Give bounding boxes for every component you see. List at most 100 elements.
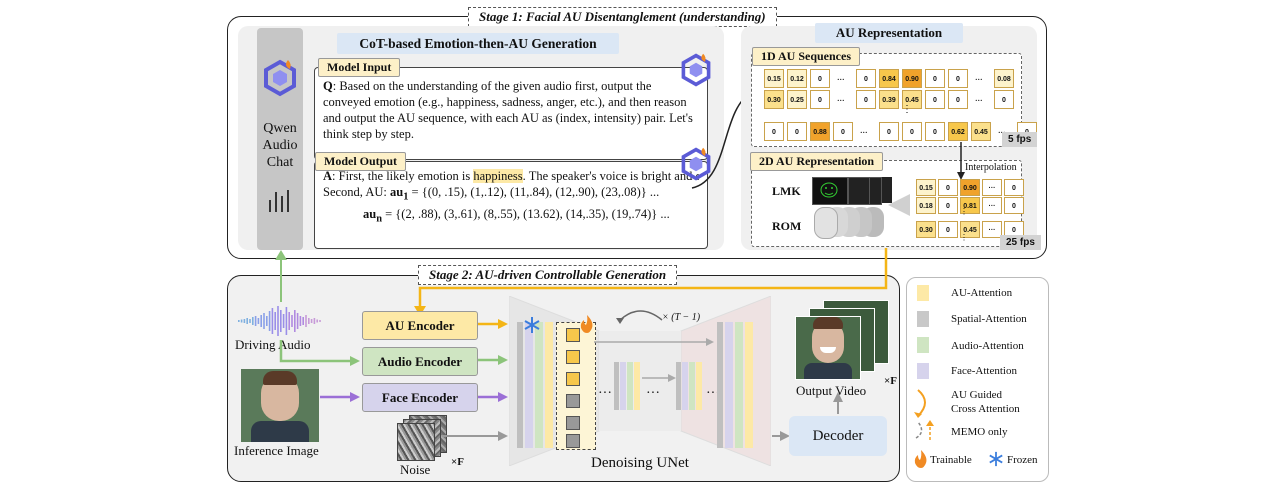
- unet-dots-3: ···: [706, 386, 720, 401]
- au-encoder: AU Encoder: [362, 311, 478, 340]
- wave-bar: [308, 318, 310, 324]
- legend-snowflake-icon: [989, 451, 1003, 467]
- interp-label: Interpolation: [965, 162, 1017, 173]
- au-cell: 0: [948, 69, 968, 88]
- seq-label: 1D AU Sequences: [752, 47, 861, 66]
- fps-5: 5 fps: [1002, 132, 1038, 147]
- wave-bar: [288, 312, 290, 330]
- rom-label: ROM: [772, 219, 802, 233]
- au-cell: 0.39: [879, 90, 899, 109]
- au-cell: 0: [879, 122, 899, 141]
- waveform-icon: [238, 306, 321, 336]
- au-cell: 0: [810, 69, 830, 88]
- fps-25: 25 fps: [1000, 235, 1041, 250]
- cell-ellipsis: ...: [998, 125, 1006, 136]
- au1-symbol: au: [390, 185, 404, 199]
- interp-arrow: [957, 142, 965, 180]
- wave-bar: [240, 319, 243, 323]
- aun-sub: n: [376, 213, 382, 224]
- a-prefix: A: [323, 169, 333, 183]
- unet-attn-square: [566, 372, 580, 386]
- audio-bars-icon: [269, 190, 289, 212]
- unet-attn-square: [566, 434, 580, 448]
- au-cell: 0: [902, 122, 922, 141]
- au-line-prefix: Second, AU:: [323, 185, 391, 199]
- au-2d-cell: 0: [938, 179, 958, 196]
- unet-attn-square: [566, 350, 580, 364]
- audio-encoder: Audio Encoder: [362, 347, 478, 376]
- loop-label: × (T − 1): [662, 312, 701, 323]
- cell-ellipsis: ...: [837, 93, 845, 104]
- wave-bar: [266, 316, 268, 326]
- stage1-label: Stage 1: Facial AU Disentanglement (unde…: [468, 7, 777, 27]
- unet-mid-block-2: [676, 362, 702, 410]
- wave-bar: [277, 306, 279, 336]
- q-prefix: Q: [323, 79, 333, 93]
- cot-title: CoT-based Emotion-then-AU Generation: [337, 33, 619, 54]
- unet-layer-block-1: [517, 322, 561, 448]
- vdots-2: ⋮: [960, 207, 968, 216]
- au-cell: 0.84: [879, 69, 899, 88]
- cell-ellipsis: ...: [860, 125, 868, 136]
- au-cell: 0.45: [902, 90, 922, 109]
- wave-bar: [299, 316, 302, 326]
- au-cell: 0.62: [948, 122, 968, 141]
- au1-values: = {(0, .15), (1,.12), (11,.84), (12,.90)…: [408, 185, 660, 199]
- au-2d-cell: ···: [982, 221, 1002, 238]
- au-2d-cell: 0.30: [916, 221, 936, 238]
- wave-bar: [249, 319, 251, 323]
- au-2d-cell: 0: [938, 197, 958, 214]
- legend-box: [906, 277, 1049, 482]
- emotion-highlight: happiness: [473, 169, 523, 183]
- vdots-1: ⋮: [902, 104, 912, 115]
- au-cell: 0: [856, 90, 876, 109]
- cell-ellipsis: ...: [975, 72, 983, 83]
- au-cell: 0.88: [810, 122, 830, 141]
- au-cell: 0: [948, 90, 968, 109]
- unet-layer-block-2: [717, 322, 761, 448]
- au1-sub: 1: [403, 191, 409, 203]
- rep2d-label: 2D AU Representation: [750, 152, 884, 171]
- loop-arrow-icon: [616, 310, 663, 324]
- au-cell: 0: [787, 122, 807, 141]
- wave-bar: [263, 313, 265, 329]
- unet-attn-square: [566, 416, 580, 430]
- au-2d-cell: 0.18: [916, 197, 936, 214]
- driving-audio-label: Driving Audio: [235, 337, 311, 352]
- au-cell: 0.90: [902, 69, 922, 88]
- wave-bar: [254, 316, 257, 326]
- unet-flow-arrows: [594, 338, 714, 382]
- model-output-box: A: First, the likely emotion is happines…: [314, 161, 708, 249]
- cell-ellipsis: ...: [975, 93, 983, 104]
- inference-image-label: Inference Image: [234, 443, 319, 458]
- au-cell: 0.30: [764, 90, 784, 109]
- au-2d-cell: 0.15: [916, 179, 936, 196]
- qwen-logo-icon: [264, 59, 296, 97]
- au-cell: 0: [925, 69, 945, 88]
- legend-spatial-swatch: [917, 311, 929, 327]
- au-2d-cell: ···: [982, 179, 1002, 196]
- noise-label: Noise: [400, 462, 431, 477]
- model-input-label: Model Input: [318, 58, 401, 77]
- wave-bar: [271, 308, 274, 334]
- wave-bar: [238, 320, 240, 322]
- au-cell: 0: [856, 69, 876, 88]
- qwen-column: [257, 28, 303, 250]
- legend-audio-label: Audio-Attention: [951, 340, 1024, 352]
- wave-bar: [282, 314, 285, 328]
- au-cell: 0: [925, 122, 945, 141]
- au-2d-cell: 0: [1004, 179, 1024, 196]
- memo-icon: [915, 420, 934, 440]
- legend-trainable: Trainable: [930, 454, 972, 466]
- unet-label: Denoising UNet: [591, 455, 689, 471]
- wave-bar: [316, 319, 318, 323]
- au-cell: 0: [764, 122, 784, 141]
- aun-symbol: au: [363, 206, 377, 221]
- wave-bar: [274, 312, 276, 330]
- au-guided-icon: [914, 389, 926, 418]
- au-cell: 0.12: [787, 69, 807, 88]
- wave-bar: [296, 313, 299, 329]
- unet-mid-block-1: [614, 362, 640, 410]
- model-input-box: Q: Based on the understanding of the giv…: [314, 67, 708, 160]
- q-text: : Based on the understanding of the give…: [323, 79, 693, 141]
